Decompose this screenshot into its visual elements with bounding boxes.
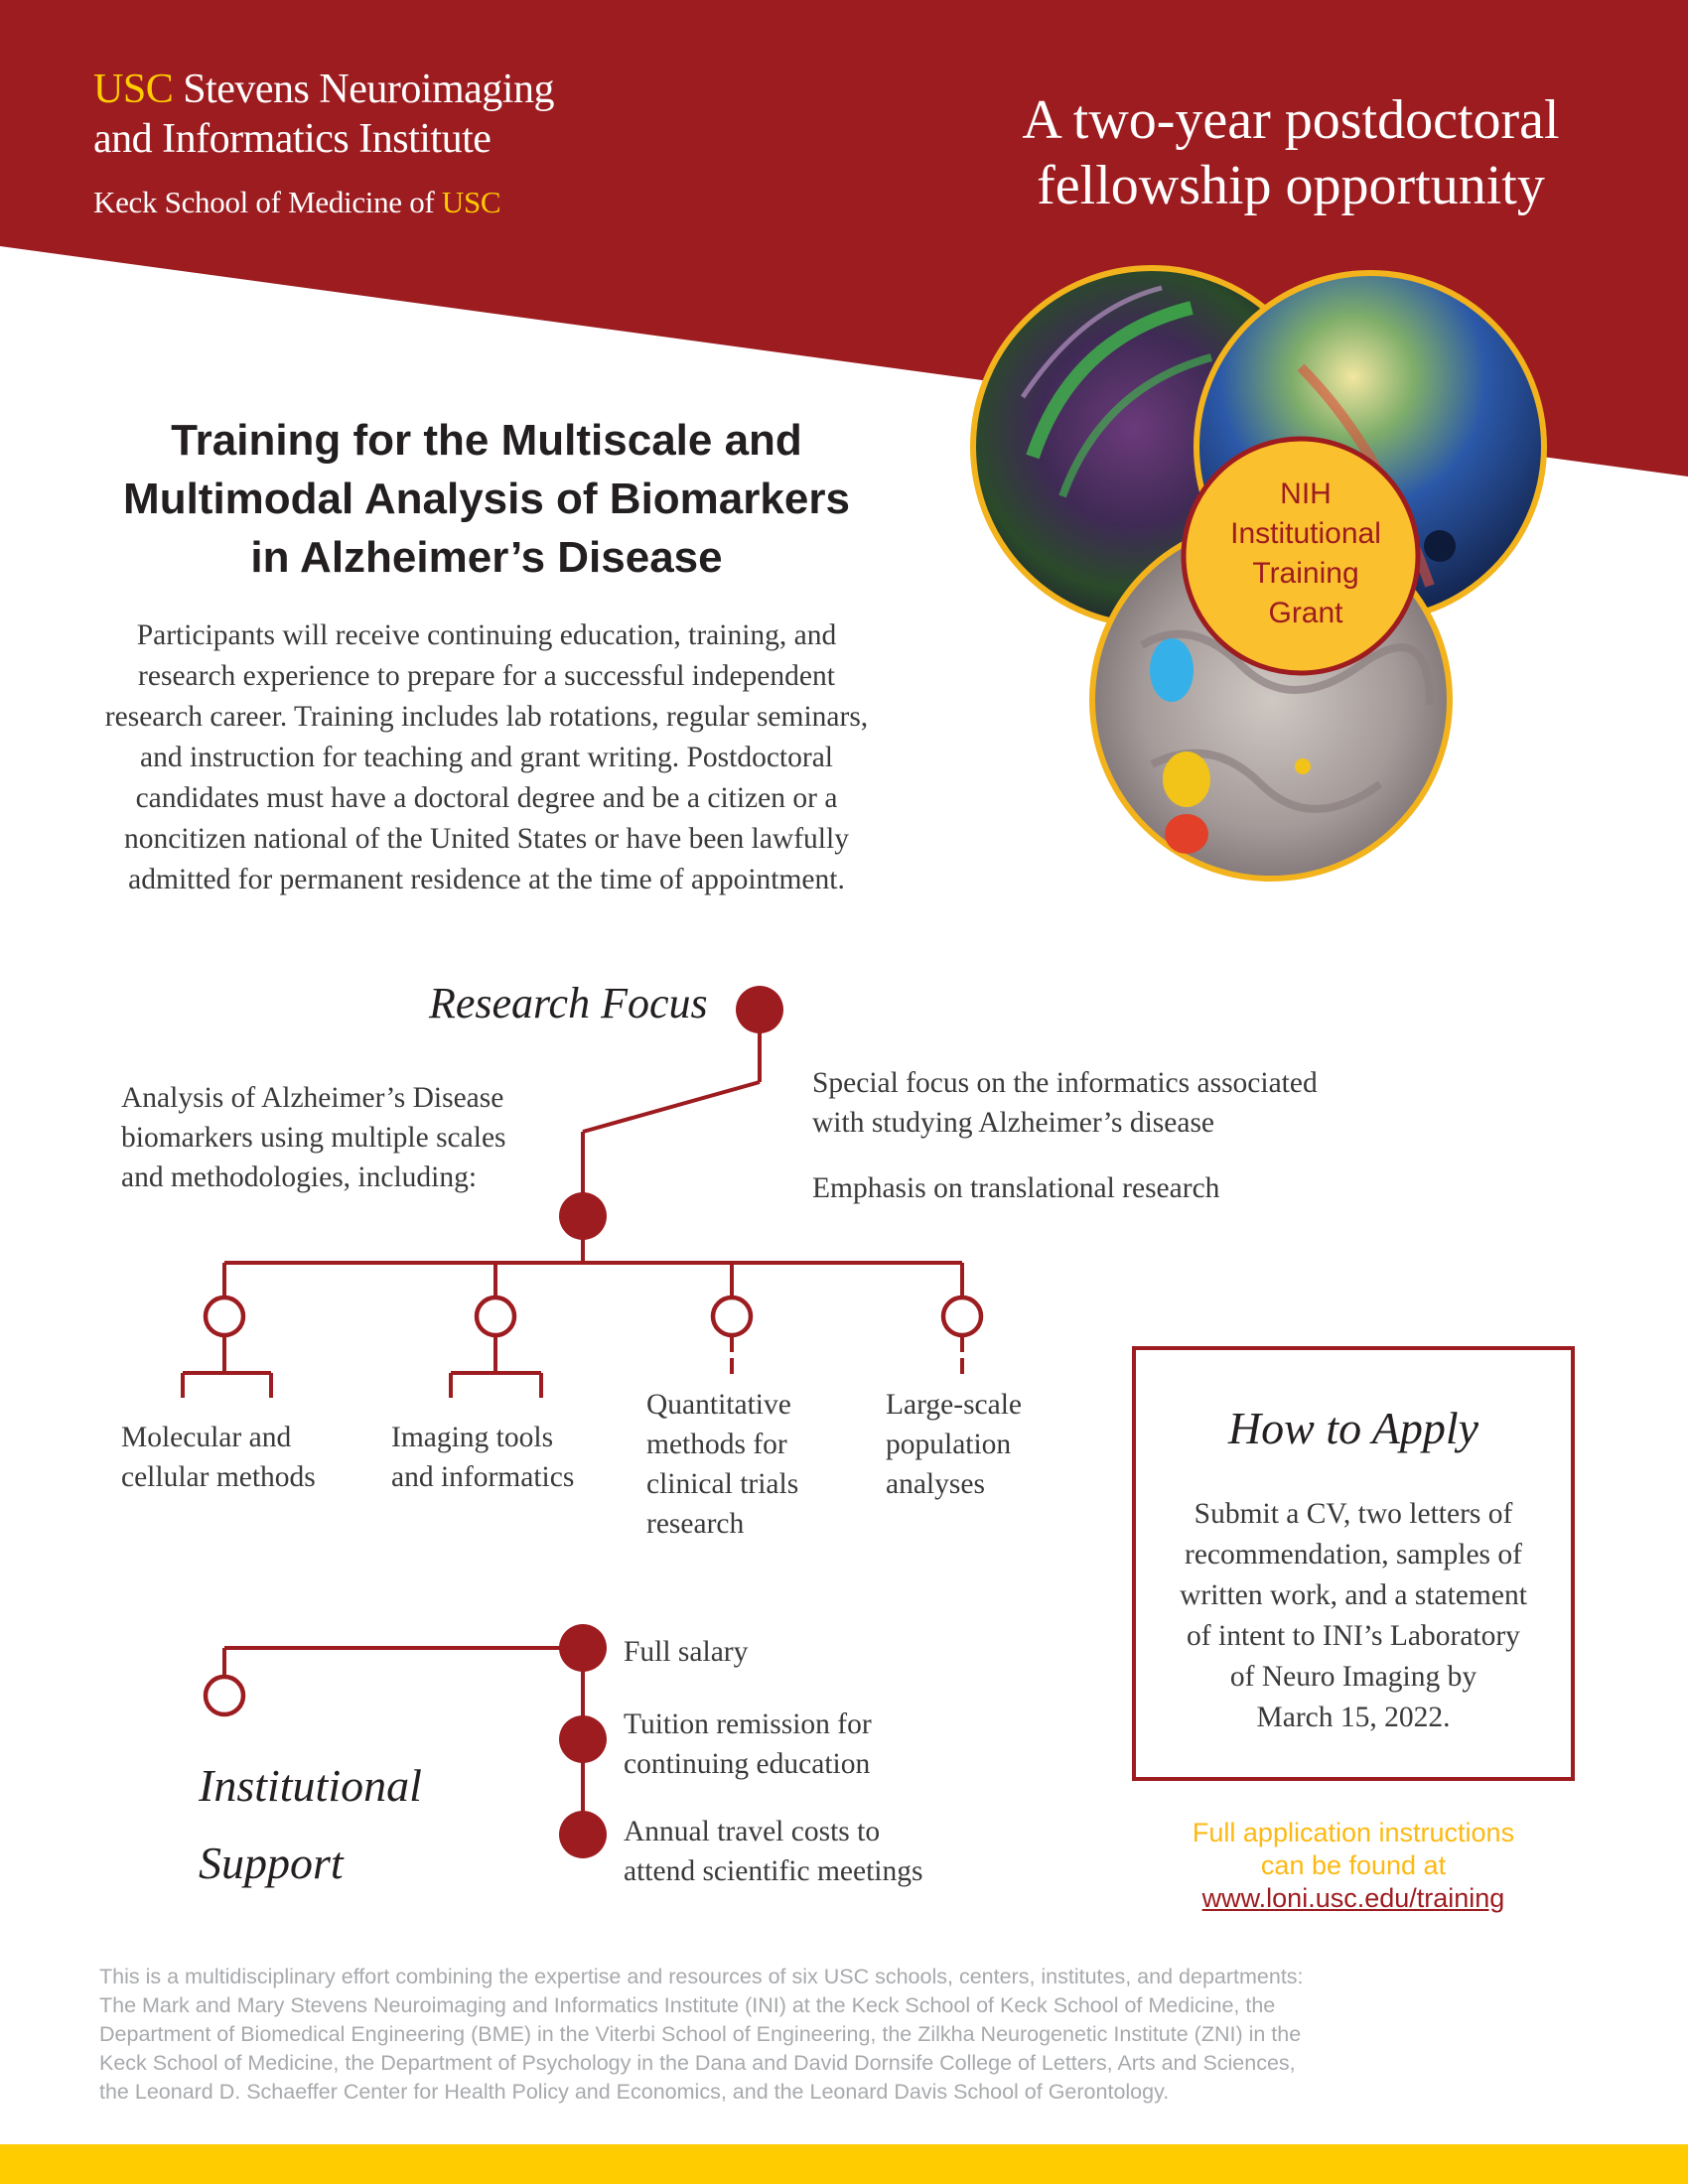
branch-label-population: Large-scale population analyses [886, 1389, 1023, 1500]
how-to-apply-text: Submit a CV, two letters of recommendati… [1180, 1498, 1527, 1733]
brain-images-cluster [970, 265, 1547, 882]
support-node-travel [559, 1811, 607, 1858]
nih-grant-badge [1181, 436, 1421, 676]
support-item-salary: Full salary [624, 1636, 749, 1668]
how-to-apply-box [1132, 1346, 1575, 1781]
training-website-link[interactable]: www.loni.usc.edu/training [1201, 1883, 1505, 1913]
application-instructions: Full application instructions can be fou… [1192, 1818, 1515, 1913]
bottom-gold-bar [0, 2144, 1688, 2184]
footer-note: This is a multidisciplinary effort combi… [99, 1965, 1304, 2104]
branch-label-imaging: Imaging tools and informatics [391, 1422, 575, 1493]
support-node-tuition [559, 1715, 607, 1763]
branch-label-molecular: Molecular and cellular methods [121, 1422, 316, 1493]
institutional-support-title: Institutional Support [199, 1760, 422, 1888]
research-hub-node [559, 1192, 607, 1240]
research-focus-translational: Emphasis on translational research [812, 1172, 1220, 1204]
support-node-salary [559, 1624, 607, 1672]
research-focus-informatics: Special focus on the informatics associa… [812, 1067, 1318, 1139]
support-item-tuition: Tuition remission for continuing educati… [624, 1708, 872, 1780]
tagline: A two-year postdoctoral fellowship oppor… [1022, 89, 1560, 216]
nih-grant-badge-text: NIH Institutional Training Grant [1230, 478, 1381, 629]
branch-node-population [940, 1295, 984, 1338]
institute-logo-line1: USC Stevens Neuroimaging [93, 67, 554, 112]
intro-paragraph: Participants will receive continuing edu… [104, 619, 869, 895]
research-focus-node [736, 986, 783, 1033]
support-item-travel: Annual travel costs to attend scientific… [624, 1816, 923, 1887]
branch-label-quantitative: Quantitative methods for clinical trials… [646, 1389, 799, 1540]
how-to-apply-title: How to Apply [1227, 1403, 1479, 1453]
branch-node-molecular [203, 1295, 246, 1338]
keck-logo: Keck School of Medicine of USC [93, 185, 501, 219]
branch-node-quantitative [710, 1295, 754, 1338]
research-focus-description: Analysis of Alzheimer’s Disease biomarke… [121, 1082, 506, 1193]
research-focus-title: Research Focus [429, 979, 708, 1027]
branch-node-imaging [474, 1295, 517, 1338]
institute-logo-line2: and Informatics Institute [93, 116, 492, 162]
support-origin-node [203, 1674, 246, 1717]
main-title: Training for the Multiscale and Multimod… [123, 416, 850, 582]
